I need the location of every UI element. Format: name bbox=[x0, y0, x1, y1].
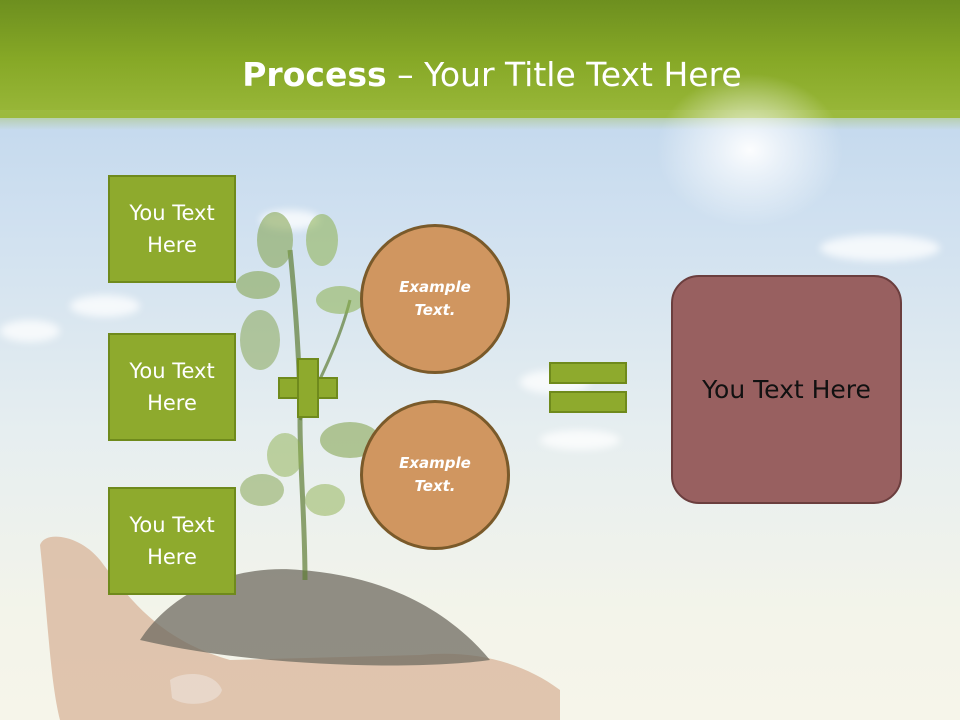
text-box-label: You Text Here bbox=[129, 201, 215, 257]
text-box-1[interactable]: You Text Here bbox=[108, 175, 236, 283]
cloud bbox=[70, 295, 140, 317]
text-box-2[interactable]: You Text Here bbox=[108, 333, 236, 441]
text-box-label: You Text Here bbox=[129, 513, 215, 569]
example-circle-2[interactable]: Example Text. bbox=[360, 400, 510, 550]
result-box[interactable]: You Text Here bbox=[671, 275, 902, 504]
cloud bbox=[540, 430, 620, 450]
cloud bbox=[0, 320, 60, 342]
cloud bbox=[820, 235, 940, 261]
equals-sign-bottom bbox=[549, 391, 627, 413]
title-bold: Process bbox=[242, 55, 387, 94]
equals-sign-top bbox=[549, 362, 627, 384]
sun-glow bbox=[640, 60, 860, 240]
example-circle-label: Example Text. bbox=[399, 278, 471, 319]
title-rest: – Your Title Text Here bbox=[386, 55, 742, 94]
plus-sign-vertical bbox=[297, 358, 319, 418]
example-circle-1[interactable]: Example Text. bbox=[360, 224, 510, 374]
slide-title: Process – Your Title Text Here bbox=[0, 52, 960, 98]
text-box-label: You Text Here bbox=[129, 359, 215, 415]
text-box-3[interactable]: You Text Here bbox=[108, 487, 236, 595]
result-box-label: You Text Here bbox=[702, 375, 871, 404]
example-circle-label: Example Text. bbox=[399, 454, 471, 495]
